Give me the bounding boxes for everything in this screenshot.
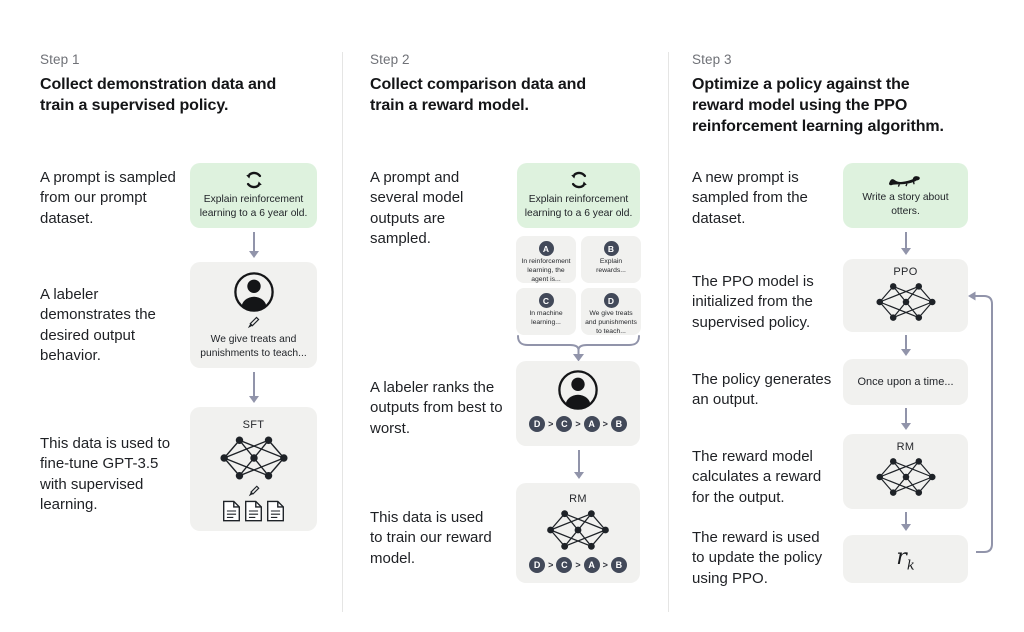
pencil-icon <box>246 315 261 330</box>
ranking-row: D > C > A > B <box>529 557 627 573</box>
output-card-a: A In reinforcement learning, the agent i… <box>516 236 576 283</box>
rm-box-title: RM <box>569 493 587 505</box>
ranking-row: D > C > A > B <box>529 416 627 432</box>
step2-caption-train: This data is used to train our reward mo… <box>370 509 492 567</box>
step2-label: Step 2 <box>370 52 410 67</box>
network-icon <box>542 507 614 553</box>
output-card-d: D We give treats and punishments to teac… <box>581 288 641 335</box>
cycle-icon <box>569 170 589 190</box>
pencil-icon <box>247 484 261 498</box>
output-card-c: C In machine learning... <box>516 288 576 335</box>
step1-labeler-box: We give treats and punishments to teach.… <box>190 262 317 368</box>
step3-caption-new-prompt: A new prompt is sampled from the dataset… <box>692 169 808 227</box>
reward-symbol: rk <box>896 544 915 574</box>
step2-prompt-text: Explain reinforcement learning to a 6 ye… <box>524 194 633 219</box>
step3-reward-box: rk <box>843 535 968 583</box>
step2-caption-sampled: A prompt and several model outputs are s… <box>370 169 464 247</box>
person-icon <box>557 369 599 411</box>
step1-caption-finetune: This data is used to fine-tune GPT-3.5 w… <box>40 435 171 513</box>
step3-caption-ppo-init: The PPO model is initialized from the su… <box>692 273 814 331</box>
column-divider-1 <box>342 52 343 612</box>
step3-label: Step 3 <box>692 52 732 67</box>
rank-separator: > <box>602 560 608 570</box>
step3-ppo-box: PPO <box>843 259 968 332</box>
arrow-down-icon <box>572 450 585 479</box>
otter-icon <box>888 172 924 188</box>
brace-converge-arrow-icon <box>517 335 640 362</box>
step2-ranking-box: D > C > A > B <box>516 361 640 446</box>
step1-caption-labeler: A labeler demonstrates the desired outpu… <box>40 286 156 364</box>
arrow-down-icon <box>899 232 912 255</box>
arrow-down-icon <box>899 335 912 356</box>
step2-title: Collect comparison data and train a rewa… <box>370 76 587 115</box>
step2-prompt-box: Explain reinforcement learning to a 6 ye… <box>517 163 640 228</box>
person-icon <box>233 271 275 313</box>
arrow-down-icon <box>899 408 912 430</box>
ppo-box-title: PPO <box>893 266 918 278</box>
step1-prompt-box: Explain reinforcement learning to a 6 ye… <box>190 163 317 228</box>
rank-separator: > <box>575 419 581 429</box>
arrow-down-icon <box>247 372 260 403</box>
step1-label: Step 1 <box>40 52 80 67</box>
output-text-b: Explain rewards... <box>596 258 626 274</box>
step1-sft-box: SFT <box>190 407 317 531</box>
arrow-down-icon <box>899 512 912 531</box>
output-badge-d: D <box>603 293 619 308</box>
step3-prompt-text: Write a story about otters. <box>862 192 949 217</box>
step3-rm-box: RM <box>843 434 968 509</box>
rm-box-title: RM <box>896 441 915 453</box>
output-badge-a: A <box>538 241 554 256</box>
step3-caption-reward-update: The reward is used to update the policy … <box>692 529 823 587</box>
rank-badge: D <box>529 557 546 573</box>
rank-badge: A <box>583 557 600 573</box>
arrow-down-icon <box>247 232 260 258</box>
feedback-loop-arrow-icon <box>968 291 993 553</box>
output-text-d: We give treats and punishments to teach.… <box>585 310 637 335</box>
step2-caption-ranks: A labeler ranks the outputs from best to… <box>370 379 503 437</box>
column-divider-2 <box>668 52 669 612</box>
step3-prompt-box: Write a story about otters. <box>843 163 968 228</box>
cycle-icon <box>244 170 264 190</box>
sft-box-title: SFT <box>242 419 265 431</box>
step1-demo-text: We give treats and punishments to teach.… <box>200 334 307 359</box>
step1-caption-prompt: A prompt is sampled from our prompt data… <box>40 169 176 227</box>
rank-separator: > <box>602 419 608 429</box>
step3-caption-output: The policy generates an output. <box>692 371 832 409</box>
rank-badge: A <box>583 416 600 432</box>
step2-rm-box: RM D > C > A > B <box>516 483 640 583</box>
documents-icon <box>222 500 285 522</box>
step3-output-box: Once upon a time... <box>843 359 968 405</box>
output-badge-c: C <box>538 293 554 308</box>
output-card-b: B Explain rewards... <box>581 236 641 283</box>
output-text-a: In reinforcement learning, the agent is.… <box>521 258 571 283</box>
rank-separator: > <box>548 560 554 570</box>
rank-badge: C <box>556 416 573 432</box>
step1-prompt-text: Explain reinforcement learning to a 6 ye… <box>199 194 308 219</box>
rank-badge: D <box>529 416 546 432</box>
network-icon <box>215 433 293 483</box>
step3-title: Optimize a policy against the reward mod… <box>692 76 944 136</box>
rank-separator: > <box>548 419 554 429</box>
rank-badge: C <box>556 557 573 573</box>
step3-caption-reward-calc: The reward model calculates a reward for… <box>692 448 822 506</box>
step1-title: Collect demonstration data and train a s… <box>40 76 277 115</box>
rank-badge: B <box>610 416 627 432</box>
rank-separator: > <box>575 560 581 570</box>
output-text-c: In machine learning... <box>529 310 563 326</box>
network-icon <box>871 455 941 499</box>
network-icon <box>871 280 941 324</box>
rank-badge: B <box>610 557 627 573</box>
output-badge-b: B <box>603 241 619 256</box>
